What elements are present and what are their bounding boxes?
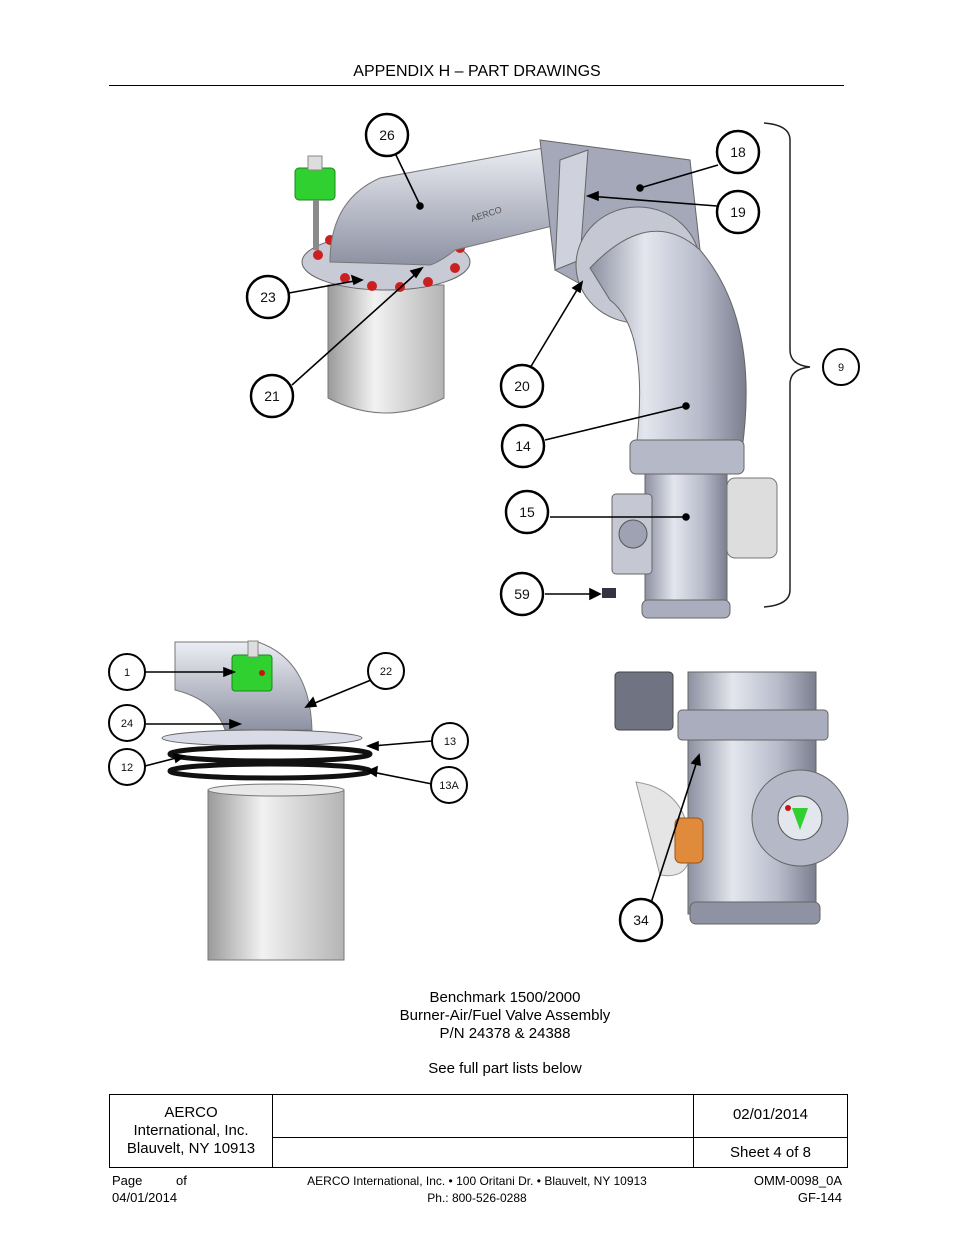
lower-elbow-pipe (589, 230, 747, 451)
footer-phone: Ph.: 800-526-0288 (427, 1191, 527, 1205)
callout-13 (431, 722, 469, 760)
callout-label-18: 18 (730, 144, 746, 160)
callout-13a (430, 766, 468, 804)
callout-circles (245, 112, 761, 943)
callout-labels-small: 9 1 22 24 13 12 13A (121, 362, 844, 792)
title-block-middle-rule (273, 1137, 694, 1138)
callout-label-13a: 13A (439, 780, 459, 792)
title-block-date: 02/01/2014 (732, 1106, 809, 1123)
valve-actuator (726, 477, 778, 559)
callout-19 (715, 189, 761, 235)
sensor-59 (602, 588, 616, 598)
gas-valve-bottom (231, 654, 273, 692)
company-name: AERCO (164, 1104, 218, 1121)
valve-closeup-flange (677, 709, 829, 741)
valve-cap-bottom (247, 640, 259, 658)
valve-closeup-base (689, 901, 821, 925)
upper-elbow-pipe (329, 144, 586, 266)
callout-label-34: 34 (633, 912, 649, 928)
callout-24 (108, 704, 146, 742)
leader-lines-bottom-left (144, 666, 433, 785)
burner-cylinder-bottom (207, 789, 345, 961)
leader-lines-top (288, 152, 719, 601)
callout-15 (504, 489, 550, 535)
callout-12 (108, 748, 146, 786)
burner-cylinder-top (327, 284, 445, 414)
callout-label-14: 14 (515, 438, 531, 454)
callout-label-59: 59 (514, 586, 530, 602)
callout-label-20: 20 (514, 378, 530, 394)
footer-date: 04/01/2014 (112, 1190, 178, 1205)
title-block: AERCO International, Inc. Blauvelt, NY 1… (109, 1094, 848, 1168)
cylinder-top-edge (207, 783, 345, 797)
callout-59 (499, 571, 545, 617)
caption-line-4: See full part lists below (428, 1060, 582, 1077)
callout-label-19: 19 (730, 204, 746, 220)
callout-labels: 26 18 19 23 21 20 14 15 59 34 (260, 127, 746, 928)
callout-21 (249, 373, 295, 419)
callout-label-15: 15 (519, 504, 535, 520)
callout-23 (245, 274, 291, 320)
callout-20 (499, 363, 545, 409)
page-header-title: APPENDIX H – PART DRAWINGS (353, 63, 601, 80)
footer-of-label: of (176, 1173, 187, 1188)
gasket-13a (167, 761, 373, 781)
title-block-middle (273, 1095, 694, 1167)
gasket-13 (167, 744, 373, 764)
header-rule (109, 85, 844, 86)
caption-line-3: P/N 24378 & 24388 (439, 1025, 571, 1042)
callout-label-26: 26 (379, 127, 395, 143)
callout-label-21: 21 (264, 388, 280, 404)
callout-26 (364, 112, 410, 158)
callout-label-9: 9 (838, 362, 844, 374)
valve-port (618, 519, 648, 549)
callout-label-22: 22 (380, 666, 392, 678)
callout-1 (108, 653, 146, 691)
parts-drawing: AERCO (108, 112, 860, 961)
callout-label-13: 13 (444, 736, 456, 748)
solenoid-stem (313, 200, 319, 250)
solenoid-cap (307, 155, 323, 171)
footer-doc-number: OMM-0098_0A (753, 1173, 842, 1188)
assembly-bracket (763, 122, 811, 608)
callout-34 (618, 897, 664, 943)
pipe-coupling (629, 439, 745, 475)
callout-label-12: 12 (121, 762, 133, 774)
callout-18 (715, 129, 761, 175)
gas-regulator (674, 817, 704, 864)
callout-22 (367, 652, 405, 690)
callout-label-24: 24 (121, 718, 133, 730)
caption-line-1: Benchmark 1500/2000 (429, 989, 581, 1006)
company-location: Blauvelt, NY 10913 (126, 1140, 256, 1157)
footer-form-number: GF-144 (797, 1190, 842, 1205)
footer-address: AERCO International, Inc. • 100 Oritani … (307, 1174, 647, 1188)
footer-page-label: Page (112, 1173, 143, 1188)
leader-lines-bottom-right (650, 753, 701, 904)
callout-14 (500, 423, 546, 469)
callout-circles-small (108, 348, 860, 804)
upper-flange-plate (161, 729, 363, 747)
title-block-right-rule (694, 1137, 847, 1138)
company-name-line2: International, Inc. (133, 1122, 249, 1139)
callout-9 (822, 348, 860, 386)
valve-bottom-ring (641, 599, 731, 619)
callout-label-1: 1 (124, 667, 130, 679)
title-block-company: AERCO International, Inc. Blauvelt, NY 1… (110, 1095, 273, 1167)
caption-line-2: Burner-Air/Fuel Valve Assembly (399, 1007, 611, 1024)
actuator-box (614, 671, 674, 731)
title-block-sheet: Sheet 4 of 8 (730, 1144, 811, 1161)
gas-solenoid-valve (294, 167, 336, 201)
air-fuel-valve-body (644, 473, 728, 615)
callout-label-23: 23 (260, 289, 276, 305)
